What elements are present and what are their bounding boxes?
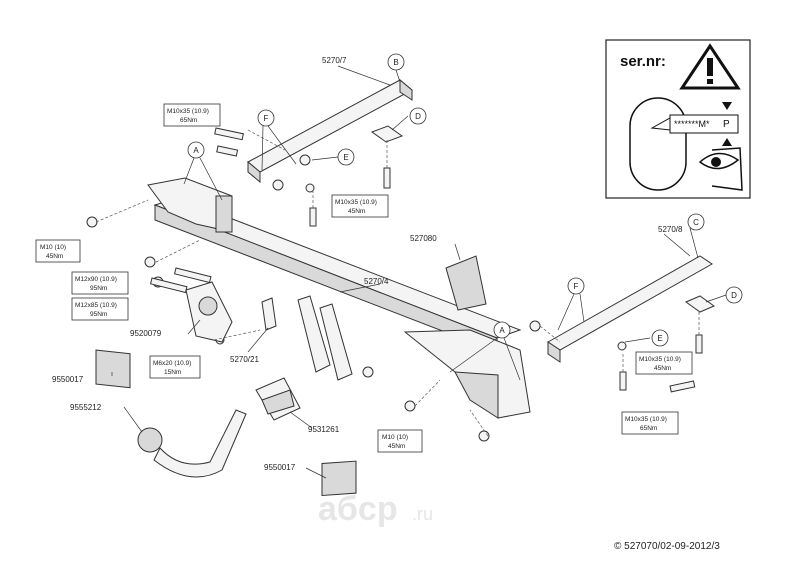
- serial-letter: P: [723, 119, 730, 130]
- label-5270-4: 5270/4: [364, 277, 389, 286]
- watermark-domain: .ru: [412, 504, 433, 524]
- serial-number-box: ser.nr: *******M* P: [605, 39, 751, 199]
- serial-code: *******M*: [674, 119, 710, 129]
- spec-box-6: M6x20 (10.9) 15Nm: [149, 355, 201, 379]
- spec-box-3: M10 (10) 45Nm: [35, 239, 81, 263]
- eye-icon: [698, 147, 743, 191]
- callout-f-right: F: [574, 282, 579, 291]
- svg-text:45Nm: 45Nm: [654, 365, 671, 372]
- svg-text:45Nm: 45Nm: [348, 208, 365, 215]
- side-bracket-right: [547, 255, 713, 363]
- arrow-up-icon: [722, 138, 732, 146]
- plate-d-right: [684, 295, 716, 313]
- main-crossbeam: [147, 177, 531, 419]
- label-527080: 527080: [410, 234, 437, 243]
- svg-text:M10x35 (10.9): M10x35 (10.9): [639, 356, 681, 363]
- svg-text:M10 (10): M10 (10): [382, 434, 408, 441]
- spec-box-4: M12x90 (10.9) 95Nm: [71, 271, 129, 295]
- bolts-right: [529, 320, 703, 393]
- svg-text:65Nm: 65Nm: [640, 425, 657, 432]
- callout-a-left: A: [193, 146, 199, 155]
- svg-text:65Nm: 65Nm: [180, 117, 197, 124]
- assembly-lines: [95, 129, 700, 437]
- part-labels: 5270/7 5270/8 5270/4 5270/21 527080 9520…: [52, 56, 683, 472]
- plate-d-left: [370, 125, 404, 143]
- cover-right: [321, 460, 357, 497]
- callout-a-right: A: [499, 326, 505, 335]
- svg-text:M6x20 (10.9): M6x20 (10.9): [153, 360, 191, 367]
- svg-text:M10x35 (10.9): M10x35 (10.9): [335, 199, 377, 206]
- svg-text:45Nm: 45Nm: [46, 253, 63, 260]
- svg-text:15Nm: 15Nm: [164, 369, 181, 376]
- svg-text:45Nm: 45Nm: [388, 443, 405, 450]
- label-5270-7: 5270/7: [322, 56, 347, 65]
- spec-box-5: M12x85 (10.9) 95Nm: [71, 297, 129, 321]
- cover-left: [95, 349, 131, 389]
- watermark: aбcp .ru: [318, 490, 433, 528]
- side-bracket-left: [247, 78, 413, 184]
- label-9555212: 9555212: [70, 403, 102, 412]
- label-9550017-b: 9550017: [264, 463, 296, 472]
- callout-b: B: [393, 58, 398, 67]
- copyright-text: © 527070/02-09-2012/3: [614, 541, 720, 552]
- callout-d-right: D: [731, 291, 737, 300]
- callout-d-left: D: [415, 112, 421, 121]
- serial-title: ser.nr:: [620, 53, 666, 70]
- label-5270-8: 5270/8: [658, 225, 683, 234]
- spec-box-7: M10 (10) 45Nm: [377, 429, 423, 453]
- svg-text:M10 (10): M10 (10): [40, 244, 66, 251]
- label-9520079: 9520079: [130, 329, 162, 338]
- spec-boxes: M10x35 (10.9) 65Nm M10x35 (10.9) 45Nm M1…: [35, 103, 693, 453]
- svg-text:M10x35 (10.9): M10x35 (10.9): [625, 416, 667, 423]
- socket-cap: [445, 255, 487, 311]
- svg-text:95Nm: 95Nm: [90, 311, 107, 318]
- swan-neck: [137, 409, 247, 478]
- label-9531261: 9531261: [308, 425, 340, 434]
- arrow-down-icon: [722, 102, 732, 110]
- callout-e-right: E: [657, 334, 662, 343]
- spec-box-1: M10x35 (10.9) 65Nm: [163, 103, 221, 127]
- svg-text:95Nm: 95Nm: [90, 285, 107, 292]
- label-9550017-a: 9550017: [52, 375, 84, 384]
- callout-f-left: F: [264, 114, 269, 123]
- spec-box-9: M10x35 (10.9) 65Nm: [621, 411, 679, 435]
- spec-box-8: M10x35 (10.9) 45Nm: [635, 351, 693, 375]
- callout-c: C: [693, 218, 699, 227]
- leader-lines: [111, 65, 727, 479]
- watermark-brand: aбcp: [318, 490, 398, 528]
- electric-module: [255, 377, 301, 421]
- small-plate: [261, 297, 277, 331]
- spec-box-2: M10x35 (10.9) 45Nm: [331, 194, 389, 218]
- label-5270-21: 5270/21: [230, 355, 259, 364]
- warning-icon: [679, 43, 741, 90]
- callout-e-left: E: [343, 153, 348, 162]
- svg-text:M10x35 (10.9): M10x35 (10.9): [167, 108, 209, 115]
- svg-text:M12x90 (10.9): M12x90 (10.9): [75, 276, 117, 283]
- callouts: A A B C D D E E F F: [187, 53, 743, 347]
- coupling-bracket: [185, 281, 233, 343]
- svg-text:M12x85 (10.9): M12x85 (10.9): [75, 302, 117, 309]
